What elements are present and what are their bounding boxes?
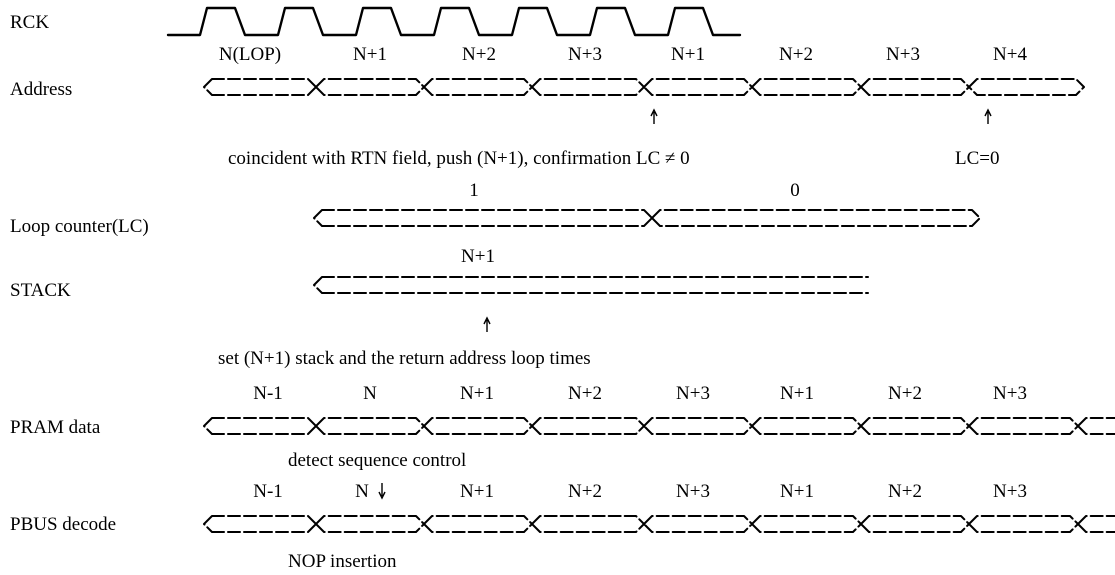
down-arrow-icon [378,483,386,500]
address-value-labels: N(LOP) N+1 N+2 N+3 N+1 N+2 N+3 N+4 [219,44,1028,65]
annotation-lc-zero: LC=0 [955,148,1000,169]
address-value: N+2 [462,44,496,65]
pram-value: N+3 [676,383,710,404]
up-arrow-icon [650,108,658,124]
pbus-value: N+1 [460,481,494,502]
address-value: N+1 [671,44,705,65]
pbus-value: N+3 [993,481,1027,502]
lc-value: 0 [790,180,800,201]
pbus-value: N+3 [676,481,710,502]
pram-value-labels: N-1 N N+1 N+2 N+3 N+1 N+2 N+3 [253,383,1027,404]
pram-value: N-1 [253,383,283,404]
pram-value: N+2 [888,383,922,404]
pbus-value: N+2 [568,481,602,502]
rck-clock-waveform [166,6,742,37]
annotation-rtn-push: coincident with RTN field, push (N+1), c… [228,148,690,169]
lc-value: 1 [469,180,479,201]
pbus-value: N-1 [253,481,283,502]
address-value: N+4 [993,44,1027,65]
pbus-value-labels: N-1 N N+1 N+2 N+3 N+1 N+2 N+3 [253,481,1027,502]
signal-label-loop-counter: Loop counter(LC) [10,216,149,237]
pbus-value: N [355,481,369,502]
signal-label-stack: STACK [10,280,71,301]
loop-counter-bus [313,209,981,227]
pram-value: N+3 [993,383,1027,404]
address-value: N+1 [353,44,387,65]
stack-bus [313,276,869,294]
up-arrow-icon [483,316,491,332]
pram-value: N+1 [460,383,494,404]
pram-value: N [363,383,377,404]
address-arrow-markers [650,108,992,124]
address-value: N(LOP) [219,44,281,65]
address-value: N+3 [886,44,920,65]
address-value: N+2 [779,44,813,65]
address-bus [203,78,1085,96]
signal-label-address: Address [10,79,72,100]
signal-label-rck: RCK [10,12,49,33]
pbus-value: N+2 [888,481,922,502]
signal-label-pram: PRAM data [10,417,101,438]
stack-value: N+1 [461,246,495,267]
pbus-bus [203,515,1115,533]
annotation-nop-insertion: NOP insertion [288,551,397,572]
pbus-value: N+1 [780,481,814,502]
up-arrow-icon [984,108,992,124]
pram-bus [203,417,1115,435]
signal-label-pbus: PBUS decode [10,514,116,535]
pram-value: N+1 [780,383,814,404]
annotation-set-stack: set (N+1) stack and the return address l… [218,348,591,369]
annotation-detect-sequence: detect sequence control [288,450,466,471]
address-value: N+3 [568,44,602,65]
pram-value: N+2 [568,383,602,404]
